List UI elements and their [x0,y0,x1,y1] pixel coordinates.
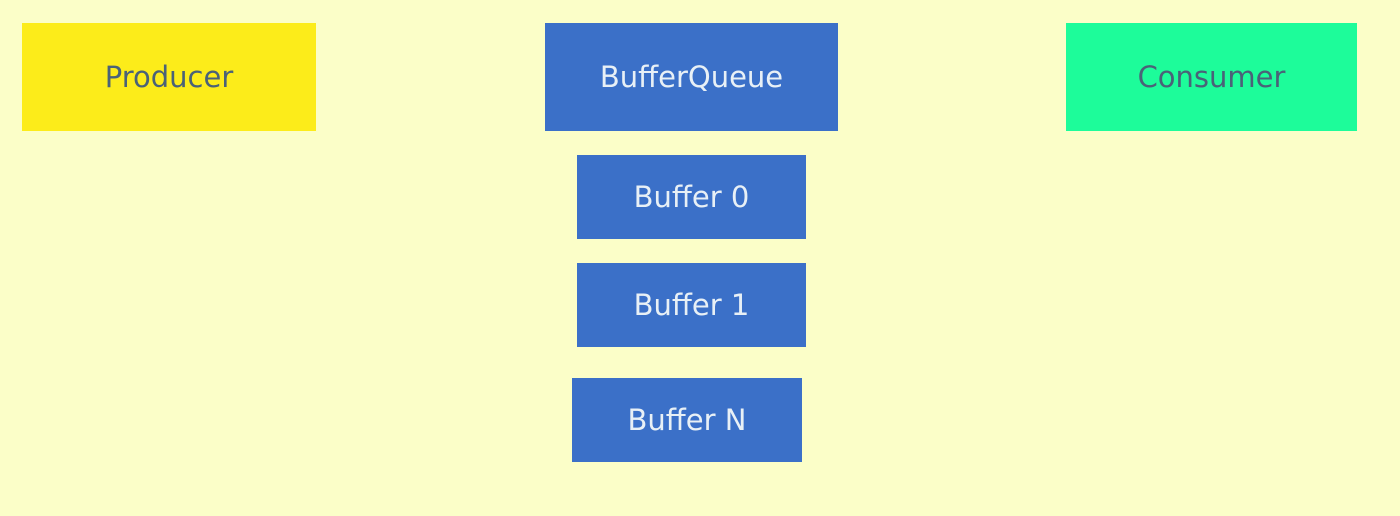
consumer-label: Consumer [1137,60,1286,94]
buffer-queue-label: BufferQueue [599,60,784,94]
producer-box: Producer [22,23,316,131]
buffer-0-label: Buffer 0 [633,180,750,214]
buffer-n-label: Buffer N [627,403,747,437]
buffer-n-box: Buffer N [572,378,802,462]
consumer-box: Consumer [1066,23,1357,131]
buffer-1-box: Buffer 1 [577,263,806,347]
buffer-queue-box: BufferQueue [545,23,838,131]
buffer-1-label: Buffer 1 [633,288,750,322]
producer-label: Producer [104,60,234,94]
buffer-0-box: Buffer 0 [577,155,806,239]
